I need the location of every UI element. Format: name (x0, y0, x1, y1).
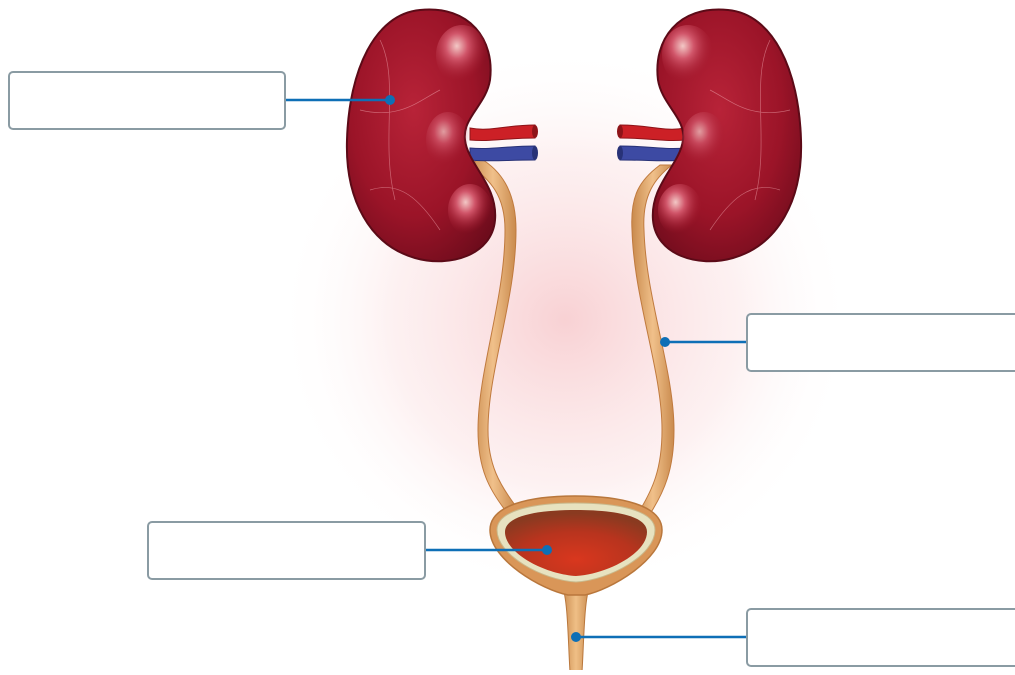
bladder-label-box[interactable] (147, 521, 426, 580)
ureter-leader-dot (660, 337, 670, 347)
urethra (562, 585, 590, 670)
kidney-leader-dot (385, 95, 395, 105)
urethra-leader-dot (571, 632, 581, 642)
bladder-leader-dot (542, 545, 552, 555)
kidney-label-box[interactable] (8, 71, 286, 130)
ureter-label-box[interactable] (746, 313, 1015, 372)
urethra-label-box[interactable] (746, 608, 1015, 667)
